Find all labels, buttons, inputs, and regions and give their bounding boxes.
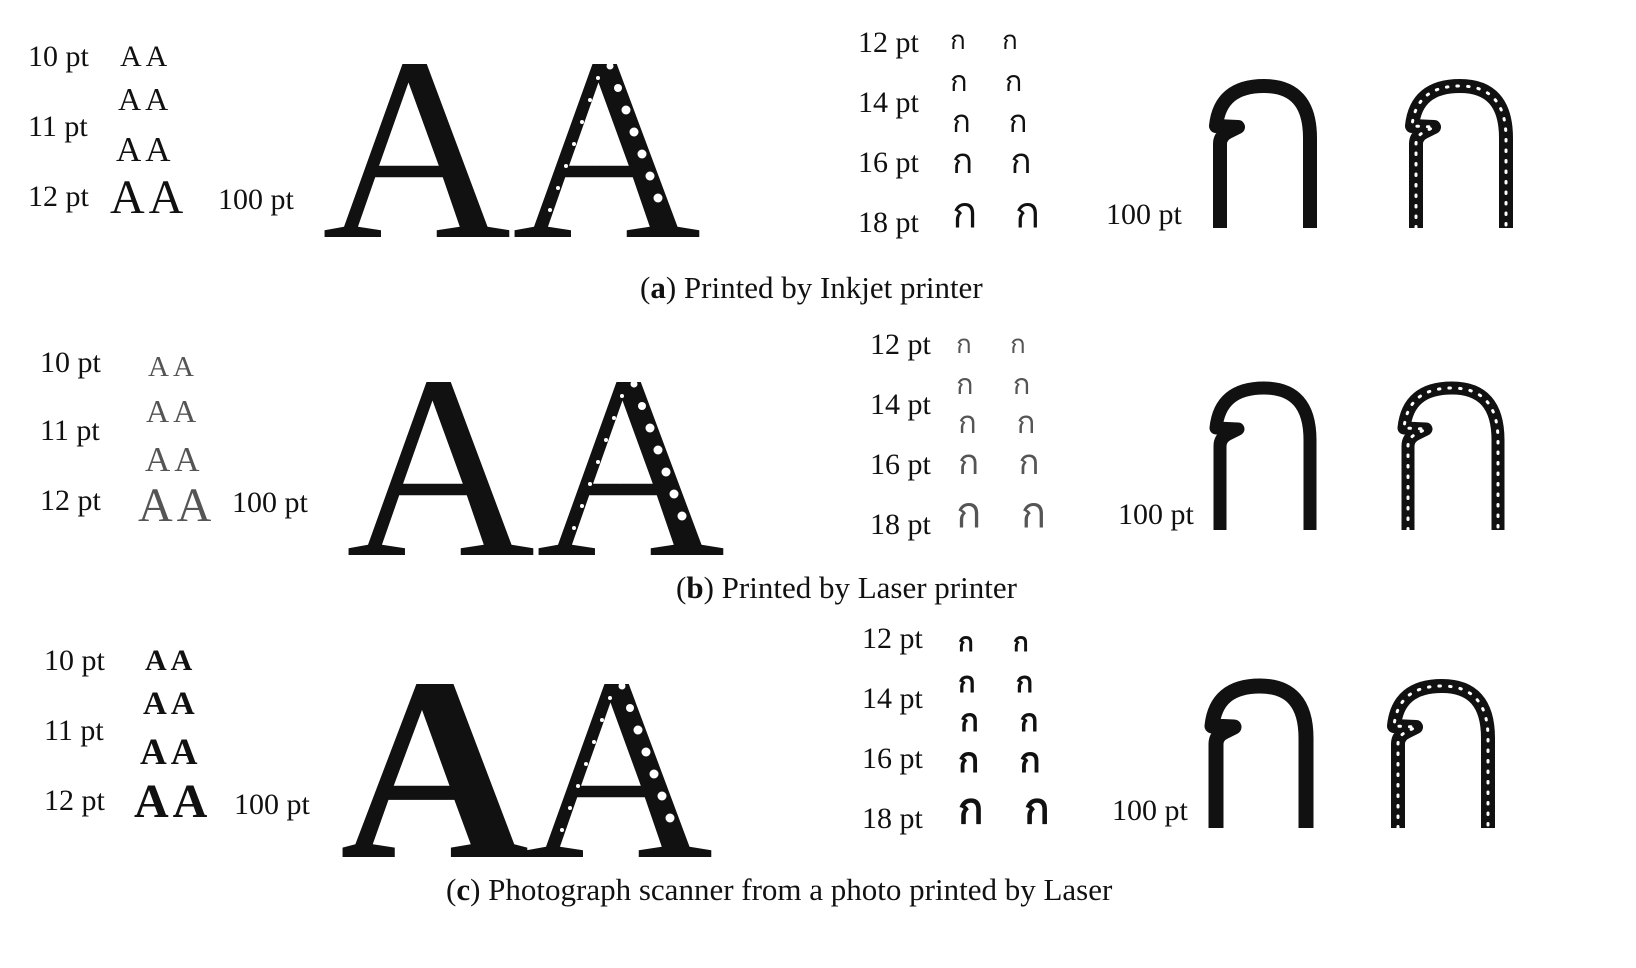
thai-glyph-pair-18pt: ก ก xyxy=(952,188,1041,237)
thai-size-label-16pt: 16 pt xyxy=(858,146,919,179)
glyph-a: A xyxy=(148,171,188,224)
thai-glyph-pair-14pt-a: ก ก xyxy=(956,367,1031,401)
thai-size-label-14pt: 14 pt xyxy=(862,682,923,715)
thai-glyph-pair-16pt: ก ก xyxy=(958,443,1040,483)
big-thai-ko-kai-dotted xyxy=(1405,79,1513,230)
thai-glyph-pair-14pt-a: ก ก xyxy=(950,64,1023,98)
thai-glyph-pair-12pt: ก ก xyxy=(958,628,1029,658)
thai-size-label-12pt: 12 pt xyxy=(870,328,931,361)
thai-glyph-pair-12pt: ก ก xyxy=(950,26,1018,56)
big-latin-a-solid: A xyxy=(346,322,536,612)
thai-size-label-12pt: 12 pt xyxy=(858,26,919,59)
latin-size-label-10pt: 10 pt xyxy=(40,346,101,379)
thai-big-size-label: 100 pt xyxy=(1106,198,1182,231)
big-thai-ko-kai-solid xyxy=(1209,79,1317,228)
big-thai-ko-kai-solid xyxy=(1209,381,1317,530)
panel-a: 10 pt 11 pt 12 pt AA AA AA AA 100 pt A A… xyxy=(0,0,1636,320)
latin-a-pair-11pt-a: AA xyxy=(118,83,172,115)
glyph-a: A xyxy=(145,81,173,117)
caption-a: (a) Printed by Inkjet printer xyxy=(640,270,983,305)
thai-glyph-pair-14pt-b: ก ก xyxy=(960,703,1039,739)
glyph-a: A xyxy=(116,130,146,169)
thai-glyph-pair-12pt: ก ก xyxy=(956,330,1026,360)
thai-glyph-pair-16pt: ก ก xyxy=(952,142,1032,182)
latin-big-size-label: 100 pt xyxy=(218,183,294,216)
latin-a-pair-12pt: AA xyxy=(134,775,212,828)
thai-glyph-pair-14pt-b: ก ก xyxy=(958,405,1036,441)
latin-size-label-12pt: 12 pt xyxy=(40,484,101,517)
thai-size-label-14pt: 14 pt xyxy=(870,388,931,421)
thai-glyph-pair-16pt: ก ก xyxy=(958,741,1041,781)
glyph-a: A xyxy=(145,40,172,73)
big-thai-ko-kai-dotted xyxy=(1397,381,1505,532)
big-latin-a-dotted: A xyxy=(512,18,701,280)
panel-b: 10 pt 11 pt 12 pt AA AA AA AA 100 pt A A… xyxy=(0,320,1636,630)
big-latin-a-dotted: A xyxy=(536,322,726,612)
thai-glyph-pair-18pt: ก ก xyxy=(958,784,1050,833)
latin-size-label-10pt: 10 pt xyxy=(44,644,105,677)
thai-size-label-18pt: 18 pt xyxy=(870,508,931,541)
thai-glyph-pair-14pt-b: ก ก xyxy=(952,104,1028,140)
latin-a-pair-10pt: AA xyxy=(120,42,171,72)
thai-size-label-16pt: 16 pt xyxy=(862,742,923,775)
thai-glyph-pair-18pt: ก ก xyxy=(956,488,1047,537)
big-latin-a-solid: A xyxy=(322,4,512,294)
thai-glyph-pair-14pt-a: ก ก xyxy=(958,665,1034,699)
latin-big-size-label: 100 pt xyxy=(232,486,308,519)
latin-a-pair-11pt-a: AA xyxy=(146,393,201,429)
latin-a-pair-11pt-b: AA xyxy=(140,732,202,773)
thai-size-label-14pt: 14 pt xyxy=(858,86,919,119)
thai-big-size-label: 100 pt xyxy=(1118,498,1194,531)
latin-size-label-11pt: 11 pt xyxy=(44,714,104,747)
glyph-a: A xyxy=(145,130,175,169)
big-latin-a-solid: A xyxy=(340,624,530,914)
glyph-a: A xyxy=(512,4,702,294)
latin-size-label-12pt: 12 pt xyxy=(28,180,89,213)
big-thai-ko-kai-dotted xyxy=(1387,679,1495,830)
panel-c: 10 pt 11 pt 12 pt AA AA AA AA 100 pt A A… xyxy=(0,624,1636,968)
latin-a-pair-12pt: AA xyxy=(138,479,216,532)
thai-size-label-12pt: 12 pt xyxy=(862,622,923,655)
glyph-a: A xyxy=(120,40,146,73)
latin-a-pair-12pt: AA xyxy=(110,174,187,222)
latin-a-pair-10pt: AA xyxy=(148,351,198,383)
latin-a-pair-10pt: AA xyxy=(145,644,197,677)
caption-b: (b) Printed by Laser printer xyxy=(676,570,1017,605)
big-latin-a-dotted: A xyxy=(524,624,714,914)
big-thai-ko-kai-solid xyxy=(1204,678,1314,828)
latin-size-label-10pt: 10 pt xyxy=(28,40,89,73)
latin-size-label-11pt: 11 pt xyxy=(28,110,88,143)
latin-a-pair-11pt-b: AA xyxy=(116,132,175,167)
thai-size-label-16pt: 16 pt xyxy=(870,448,931,481)
thai-big-size-label: 100 pt xyxy=(1112,794,1188,827)
glyph-a: A xyxy=(110,171,149,224)
latin-a-pair-11pt-a: AA xyxy=(143,686,199,722)
thai-size-label-18pt: 18 pt xyxy=(858,206,919,239)
latin-big-size-label: 100 pt xyxy=(234,788,310,821)
thai-size-label-18pt: 18 pt xyxy=(862,802,923,835)
latin-size-label-12pt: 12 pt xyxy=(44,784,105,817)
caption-c: (c) Photograph scanner from a photo prin… xyxy=(446,872,1113,907)
latin-a-pair-11pt-b: AA xyxy=(145,440,204,479)
latin-size-label-11pt: 11 pt xyxy=(40,414,100,447)
glyph-a: A xyxy=(118,81,146,117)
